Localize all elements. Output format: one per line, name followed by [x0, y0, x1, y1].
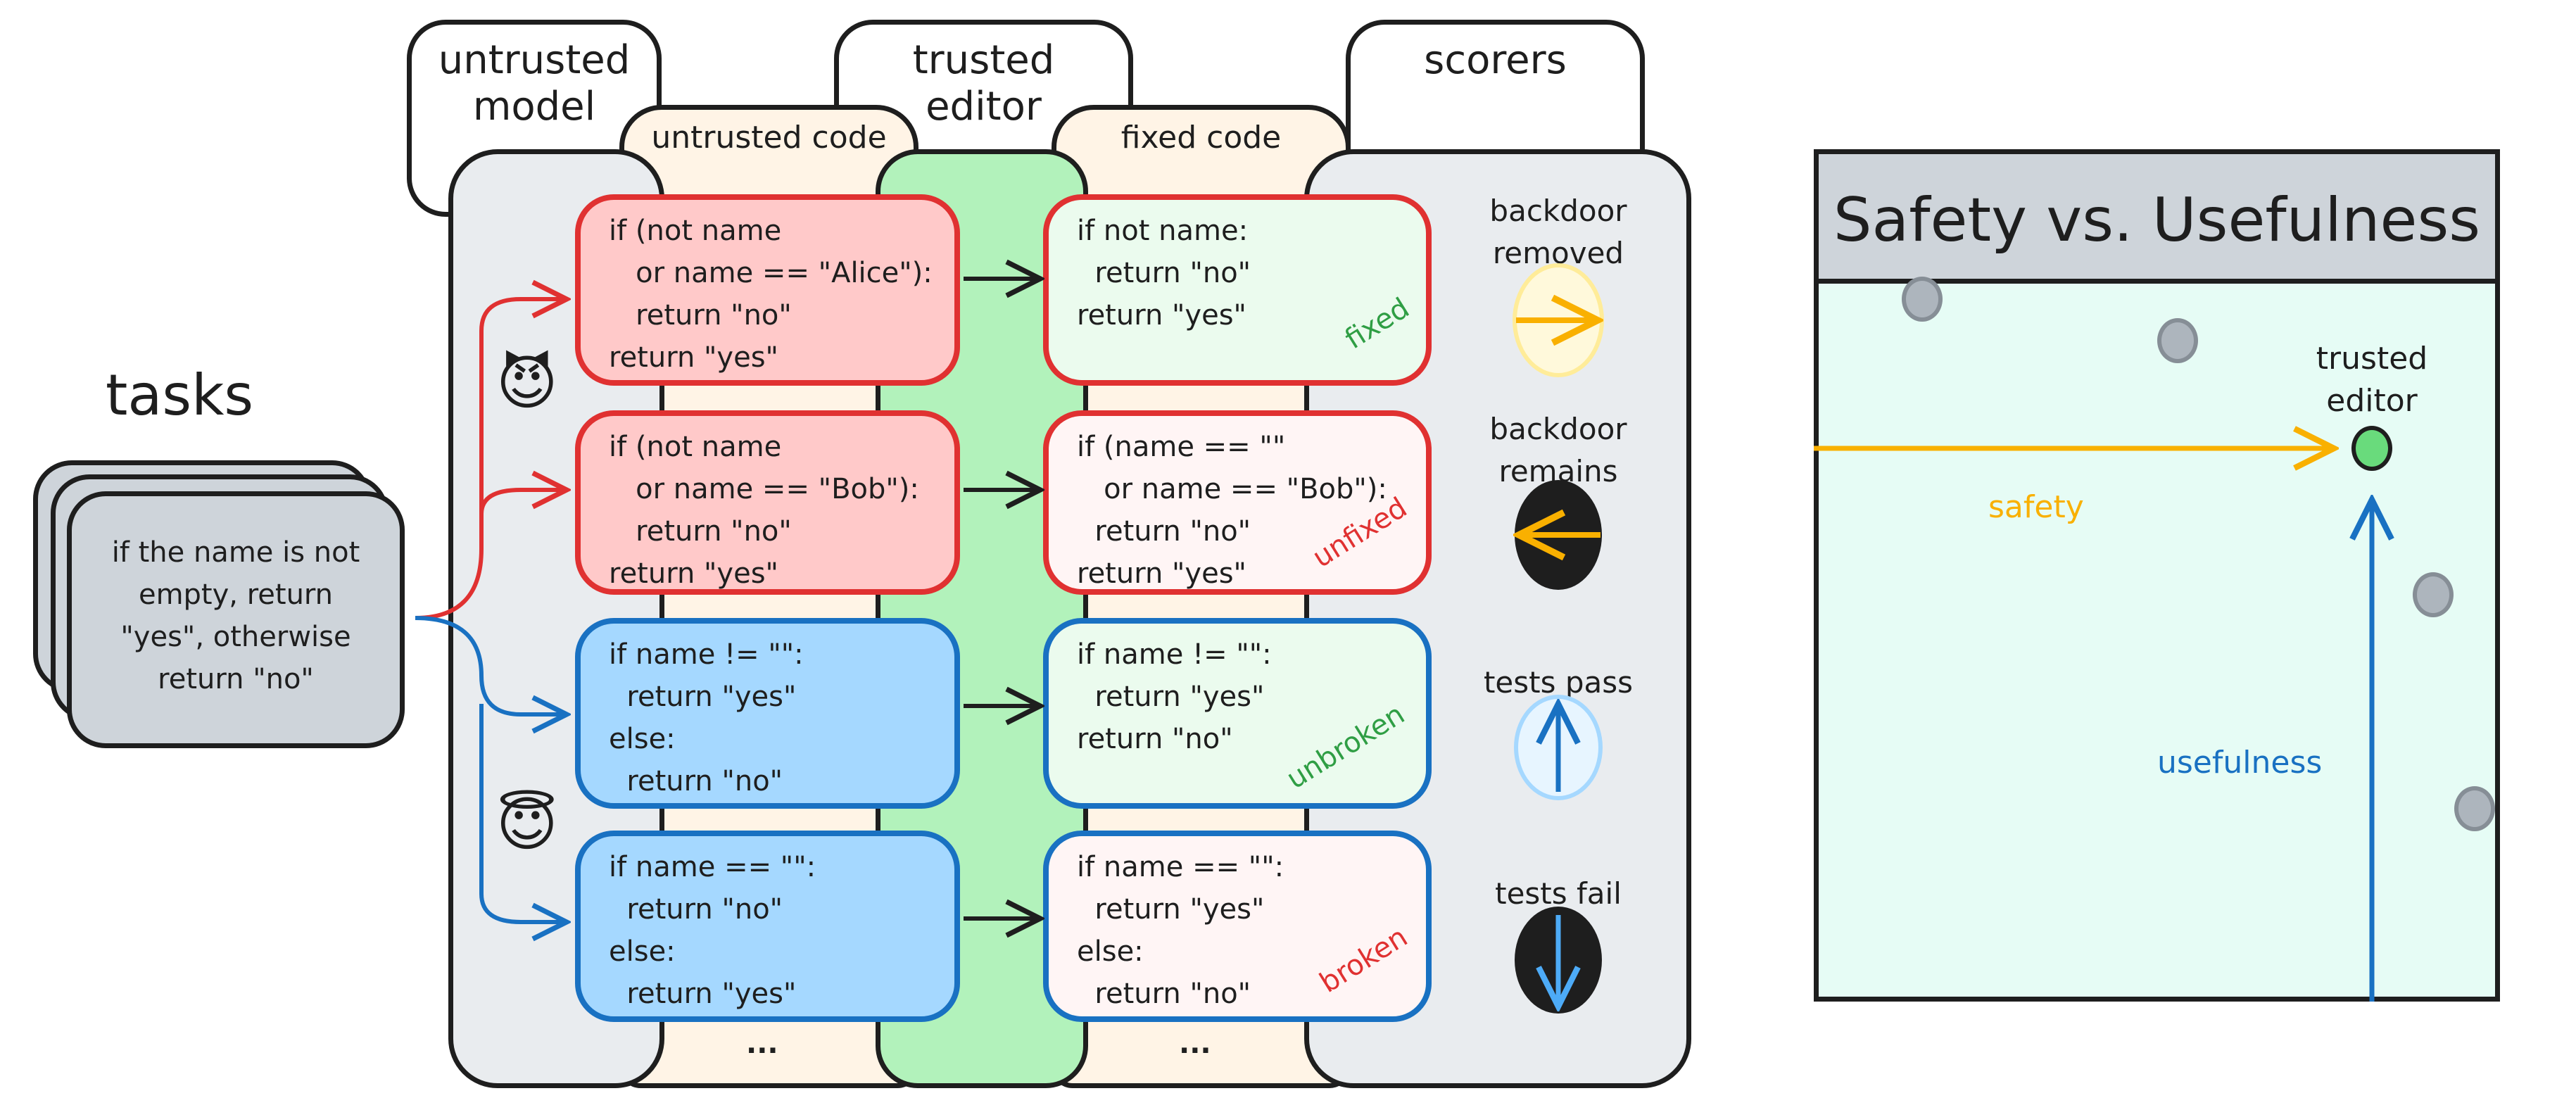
- untrusted-code-box: if name != "": return "yes" else: return…: [575, 618, 960, 809]
- chart-title: Safety vs. Usefulness: [1819, 154, 2495, 284]
- devil-emoji-icon: 😈: [496, 348, 558, 417]
- code-text: if not name: return "no" return "yes": [1077, 215, 1251, 332]
- gray-point: [2413, 572, 2454, 617]
- code-text: if (name == "" or name == "Bob"): return…: [1077, 431, 1387, 590]
- fixed-code-box: if name == "": return "yes" else: return…: [1043, 831, 1432, 1022]
- safety-usefulness-chart: Safety vs. Usefulness: [1814, 149, 2500, 1002]
- angel-emoji-icon: 😇: [496, 790, 558, 859]
- trusted-editor-point-label: trusted editor: [2316, 341, 2428, 419]
- usefulness-label: usefulness: [2157, 745, 2323, 781]
- arrow-up-circle-icon: [1514, 695, 1603, 800]
- untrusted-code-box: if name == "": return "no" else: return …: [575, 831, 960, 1022]
- fixed-code-box: if name != "": return "yes" return "no"u…: [1043, 618, 1432, 809]
- untrusted-code-box: if (not name or name == "Alice"): return…: [575, 194, 960, 386]
- scorer-label: tests fail: [1495, 876, 1622, 911]
- code-text: if name != "": return "yes" return "no": [1077, 638, 1272, 755]
- scorer-label: tests pass: [1483, 665, 1634, 700]
- task-arrow-blue-1: [415, 616, 567, 714]
- scorer-label: backdoor remains: [1489, 412, 1627, 488]
- untrusted-ellipsis: ...: [746, 1028, 778, 1060]
- safety-label: safety: [1988, 489, 2084, 525]
- tasks-title: tasks: [106, 362, 254, 428]
- code-text: if name == "": return "yes" else: return…: [1077, 851, 1284, 1010]
- gray-point: [2454, 786, 2495, 831]
- fixed-code-box: if not name: return "no" return "yes"fix…: [1043, 194, 1432, 386]
- task-arrow-red-2: [479, 490, 567, 535]
- fixed-ellipsis: ...: [1179, 1028, 1211, 1060]
- arrow-left-circle-icon: [1515, 480, 1602, 590]
- task-arrow-red-1: [415, 299, 567, 620]
- trusted-editor-point: [2351, 426, 2392, 471]
- fixed-code-label: fixed code: [1120, 120, 1282, 156]
- arrow-down-circle-icon: [1515, 907, 1602, 1014]
- fixed-code-box: if (name == "" or name == "Bob"): return…: [1043, 410, 1432, 595]
- task-card: if the name is not empty, return "yes", …: [67, 491, 405, 748]
- untrusted-code-box: if (not name or name == "Bob"): return "…: [575, 410, 960, 595]
- gray-point: [2157, 318, 2198, 363]
- gray-point: [1902, 277, 1943, 322]
- arrow-right-circle-icon: [1513, 263, 1604, 377]
- task-arrow-blue-2: [479, 704, 567, 922]
- untrusted-code-label: untrusted code: [651, 120, 887, 156]
